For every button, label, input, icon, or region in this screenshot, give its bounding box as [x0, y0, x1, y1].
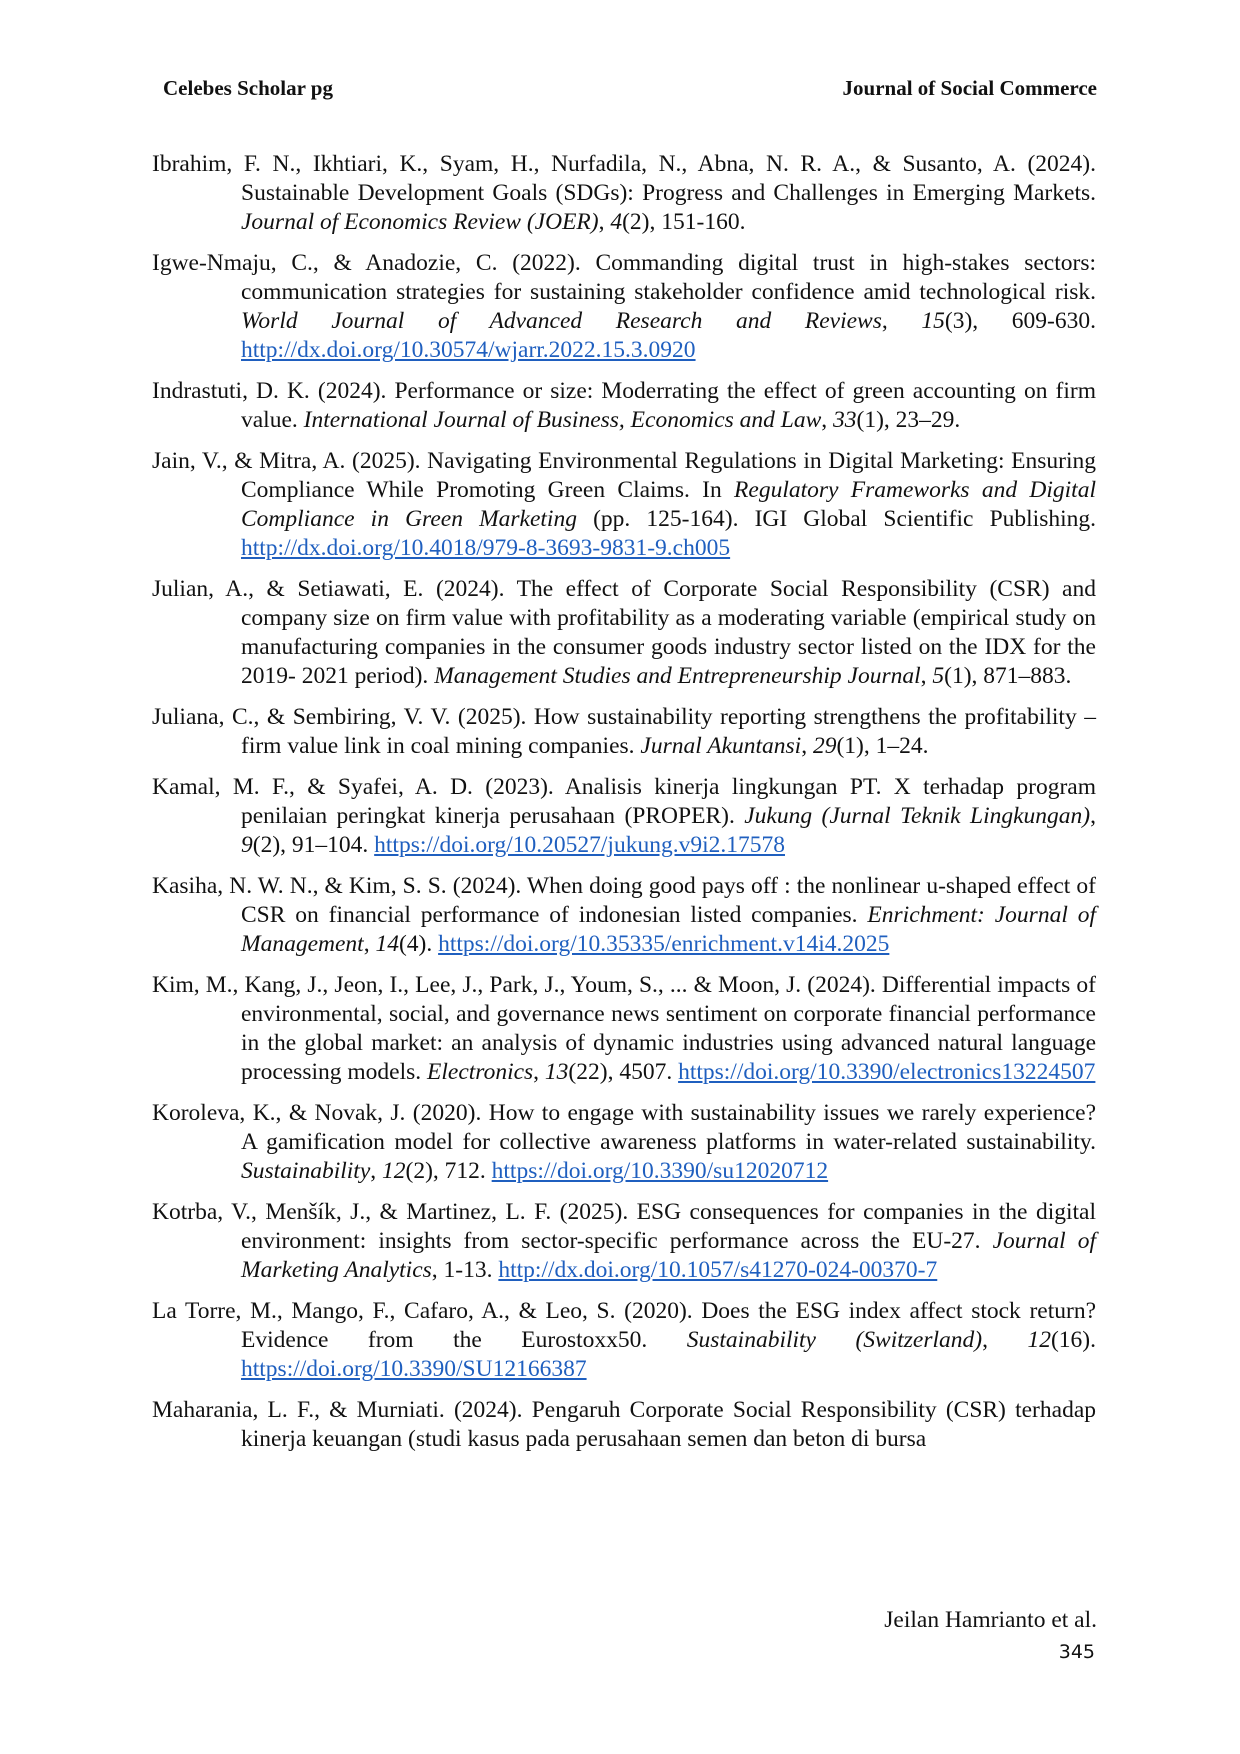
reference-journal: Enrichment: Journal of Management	[241, 902, 1096, 957]
footer-author: Jeilan Hamrianto et al.	[884, 1607, 1097, 1633]
reference-volume: 5	[932, 663, 945, 689]
reference-text: Kim, M., Kang, J., Jeon, I., Lee, J., Pa…	[152, 972, 1096, 1085]
doi-link[interactable]: https://doi.org/10.3390/su12020712	[491, 1158, 829, 1184]
reference-journal: Regulatory Frameworks and Digital Compli…	[241, 477, 1096, 532]
page-number: 345	[1058, 1641, 1095, 1663]
reference-volume: 12	[1027, 1327, 1051, 1353]
doi-link[interactable]: https://doi.org/10.20527/jukung.v9i2.175…	[374, 832, 785, 858]
reference-journal: Journal of Economics Review (JOER)	[241, 209, 599, 235]
reference-text: Jain, V., & Mitra, A. (2025). Navigating…	[152, 448, 1096, 503]
reference-volume: 13	[544, 1059, 569, 1085]
reference-text: Indrastuti, D. K. (2024). Performance or…	[152, 378, 1096, 433]
doi-link[interactable]: https://doi.org/10.35335/enrichment.v14i…	[438, 931, 890, 957]
reference-journal: Jukung (Jurnal Teknik Lingkungan)	[744, 803, 1091, 829]
reference-entry: Kim, M., Kang, J., Jeon, I., Lee, J., Pa…	[152, 972, 1096, 1085]
reference-list: Ibrahim, F. N., Ikhtiari, K., Syam, H., …	[152, 150, 1096, 1466]
reference-entry: Maharania, L. F., & Murniati. (2024). Pe…	[152, 1396, 1096, 1454]
reference-text: Kasiha, N. W. N., & Kim, S. S. (2024). W…	[152, 873, 1096, 928]
reference-journal: Jurnal Akuntansi	[640, 733, 802, 759]
running-header-right: Journal of Social Commerce	[842, 76, 1097, 100]
reference-text: Juliana, C., & Sembiring, V. V. (2025). …	[152, 704, 1096, 759]
reference-volume: 4	[610, 209, 623, 235]
reference-volume: 14	[375, 931, 399, 957]
reference-entry: Indrastuti, D. K. (2024). Performance or…	[152, 378, 1096, 433]
doi-link[interactable]: http://dx.doi.org/10.30574/wjarr.2022.15…	[241, 337, 696, 363]
reference-volume: 12	[382, 1158, 406, 1184]
running-header-left: Celebes Scholar pg	[163, 76, 333, 100]
reference-journal: World Journal of Advanced Research and R…	[241, 308, 882, 334]
reference-entry: Juliana, C., & Sembiring, V. V. (2025). …	[152, 704, 1096, 759]
doi-link[interactable]: https://doi.org/10.3390/SU12166387	[241, 1356, 587, 1382]
reference-journal: Electronics	[427, 1059, 534, 1085]
reference-text: Igwe-Nmaju, C., & Anadozie, C. (2022). C…	[152, 250, 1096, 305]
reference-entry: Jain, V., & Mitra, A. (2025). Navigating…	[152, 448, 1096, 561]
reference-text: La Torre, M., Mango, F., Cafaro, A., & L…	[152, 1298, 1096, 1353]
reference-entry: Koroleva, K., & Novak, J. (2020). How to…	[152, 1100, 1096, 1184]
reference-entry: La Torre, M., Mango, F., Cafaro, A., & L…	[152, 1298, 1096, 1382]
doi-link[interactable]: http://dx.doi.org/10.4018/979-8-3693-983…	[241, 535, 731, 561]
reference-entry: Ibrahim, F. N., Ikhtiari, K., Syam, H., …	[152, 151, 1096, 235]
reference-entry: Kamal, M. F., & Syafei, A. D. (2023). An…	[152, 774, 1096, 858]
reference-entry: Igwe-Nmaju, C., & Anadozie, C. (2022). C…	[152, 250, 1096, 363]
reference-text: Kotrba, V., Menšík, J., & Martinez, L. F…	[152, 1199, 1096, 1254]
reference-text: Kamal, M. F., & Syafei, A. D. (2023). An…	[152, 774, 1096, 829]
reference-text: Ibrahim, F. N., Ikhtiari, K., Syam, H., …	[152, 151, 1096, 206]
reference-volume: 9	[241, 832, 253, 858]
reference-volume: 15	[921, 308, 945, 334]
doi-link[interactable]: http://dx.doi.org/10.1057/s41270-024-003…	[498, 1257, 938, 1283]
reference-journal: Journal of Marketing Analytics	[241, 1228, 1096, 1283]
reference-volume: 29	[812, 733, 837, 759]
reference-journal: Sustainability	[241, 1158, 371, 1184]
reference-text: Koroleva, K., & Novak, J. (2020). How to…	[152, 1100, 1096, 1155]
reference-text: Maharania, L. F., & Murniati. (2024). Pe…	[152, 1397, 1096, 1452]
reference-entry: Julian, A., & Setiawati, E. (2024). The …	[152, 576, 1096, 689]
reference-entry: Kotrba, V., Menšík, J., & Martinez, L. F…	[152, 1199, 1096, 1283]
reference-journal: Management Studies and Entrepreneurship …	[434, 663, 921, 689]
reference-entry: Kasiha, N. W. N., & Kim, S. S. (2024). W…	[152, 873, 1096, 957]
reference-journal: International Journal of Business, Econo…	[303, 407, 822, 433]
reference-journal: Sustainability (Switzerland)	[686, 1327, 983, 1353]
doi-link[interactable]: https://doi.org/10.3390/electronics13224…	[678, 1059, 1096, 1085]
reference-text: Julian, A., & Setiawati, E. (2024). The …	[152, 576, 1096, 689]
reference-volume: 33	[833, 407, 857, 433]
